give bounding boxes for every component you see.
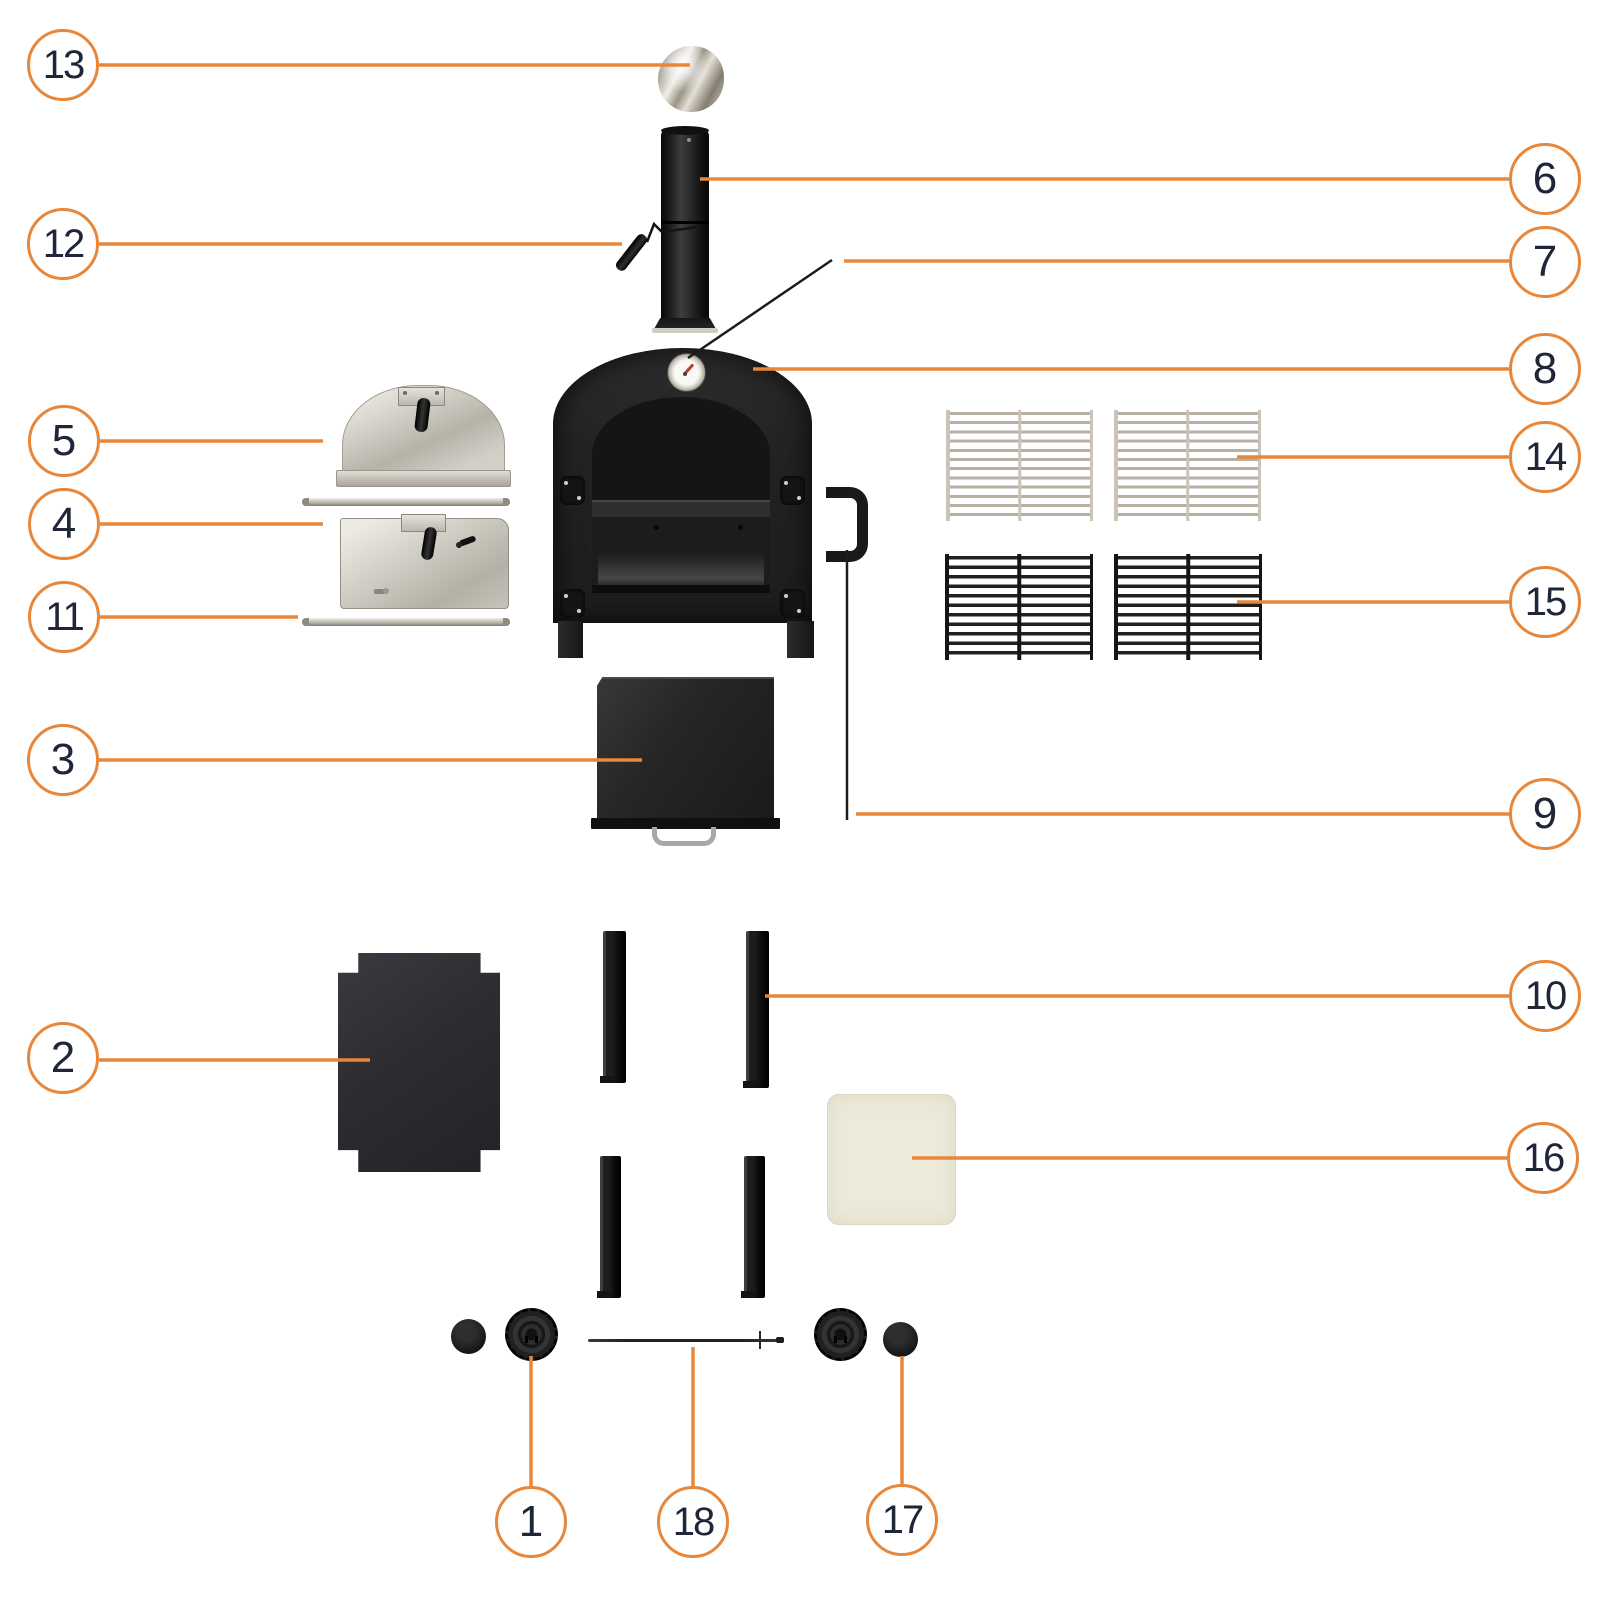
callout-12: 12 [27, 208, 99, 280]
callout-16-label: 16 [1522, 1136, 1565, 1180]
callout-7: 7 [1509, 226, 1581, 298]
black-grill-grate [945, 554, 1093, 660]
axle-rod [588, 1339, 782, 1342]
latch-pin [456, 542, 462, 548]
callout-4-label: 4 [51, 499, 77, 548]
oven-opening-lip [592, 585, 770, 593]
axle-pin [759, 1331, 761, 1349]
oven-front-leg [787, 621, 814, 658]
ash-pan-flange [591, 818, 780, 829]
callout-1: 1 [495, 1486, 567, 1558]
axle-end-cap [776, 1337, 784, 1343]
leg [597, 1156, 621, 1298]
bracket-screw [435, 391, 439, 395]
callout-7-label: 7 [1532, 237, 1558, 286]
leg [741, 1156, 765, 1298]
callout-10-label: 10 [1524, 974, 1567, 1018]
callout-8-label: 8 [1532, 344, 1558, 393]
wheel-cap [451, 1319, 486, 1354]
callout-15-label: 15 [1524, 580, 1567, 624]
black-grill-grate [1114, 554, 1262, 660]
callout-18-label: 18 [672, 1500, 715, 1544]
callout-pointer-7-black [687, 258, 833, 360]
door-handle [826, 487, 868, 562]
thermometer-hub [683, 372, 687, 376]
callout-1-label: 1 [518, 1497, 544, 1546]
screw-hole [738, 525, 743, 530]
pan-screw-head [383, 588, 389, 594]
callout-11: 11 [28, 581, 100, 653]
callout-3-label: 3 [50, 735, 76, 784]
callout-9-label: 9 [1532, 789, 1558, 838]
wheel [814, 1308, 867, 1361]
callout-5-label: 5 [51, 416, 77, 465]
callout-16: 16 [1507, 1122, 1579, 1194]
callout-4: 4 [28, 488, 100, 560]
chimney-cap [658, 46, 724, 112]
chrome-grill-grate [946, 410, 1093, 521]
callout-13-label: 13 [42, 43, 85, 87]
callout-6-label: 6 [1532, 154, 1558, 203]
callout-13: 13 [27, 29, 99, 101]
damper-axle-line [661, 221, 709, 224]
oven-opening [592, 397, 770, 593]
callout-10: 10 [1509, 960, 1581, 1032]
door-hinge-bracket [780, 476, 805, 505]
callout-8: 8 [1509, 333, 1581, 405]
chimney-pipe-rivet [687, 138, 691, 142]
callout-12-label: 12 [42, 222, 85, 266]
callout-2: 2 [27, 1022, 99, 1094]
rear-panel [338, 953, 500, 1172]
callout-14: 14 [1509, 421, 1581, 493]
callout-9: 9 [1509, 778, 1581, 850]
damper-wire [645, 221, 698, 243]
callout-5: 5 [28, 405, 100, 477]
charcoal-pan-bracket [401, 514, 446, 532]
callout-17: 17 [866, 1484, 938, 1556]
leg [600, 931, 626, 1083]
wheel-cap [883, 1322, 918, 1357]
bracket-screw [403, 391, 407, 395]
callout-2-label: 2 [50, 1033, 76, 1082]
ash-pan-handle [652, 827, 716, 846]
callout-6: 6 [1509, 143, 1581, 215]
oven-floor [598, 553, 764, 585]
door-hinge-bracket [780, 589, 805, 618]
door-hinge-bracket [560, 589, 585, 618]
chimney-base-plate [652, 328, 718, 333]
callout-17-label: 17 [881, 1498, 924, 1542]
pizza-stone [827, 1094, 956, 1225]
leg [743, 931, 769, 1088]
oven-front-leg [558, 621, 583, 658]
oven-door-flange [336, 470, 511, 487]
callout-15: 15 [1509, 566, 1581, 638]
door-hinge-bracket [560, 476, 585, 505]
screw-hole [654, 525, 659, 530]
chimney-pipe-top [661, 126, 709, 135]
pan-screw [374, 589, 385, 594]
callout-3: 3 [27, 724, 99, 796]
ash-pan [597, 677, 774, 822]
callout-14-label: 14 [1524, 435, 1567, 479]
wheel [505, 1308, 558, 1361]
door-slide-rod-top [302, 498, 510, 506]
chimney-flare [654, 318, 716, 329]
door-slide-rod-bottom [302, 618, 510, 626]
chrome-grill-grate [1114, 410, 1261, 521]
damper-handle [613, 232, 650, 273]
oven-shelf [592, 500, 770, 517]
callout-18: 18 [657, 1486, 729, 1558]
callout-11-label: 11 [45, 595, 85, 639]
